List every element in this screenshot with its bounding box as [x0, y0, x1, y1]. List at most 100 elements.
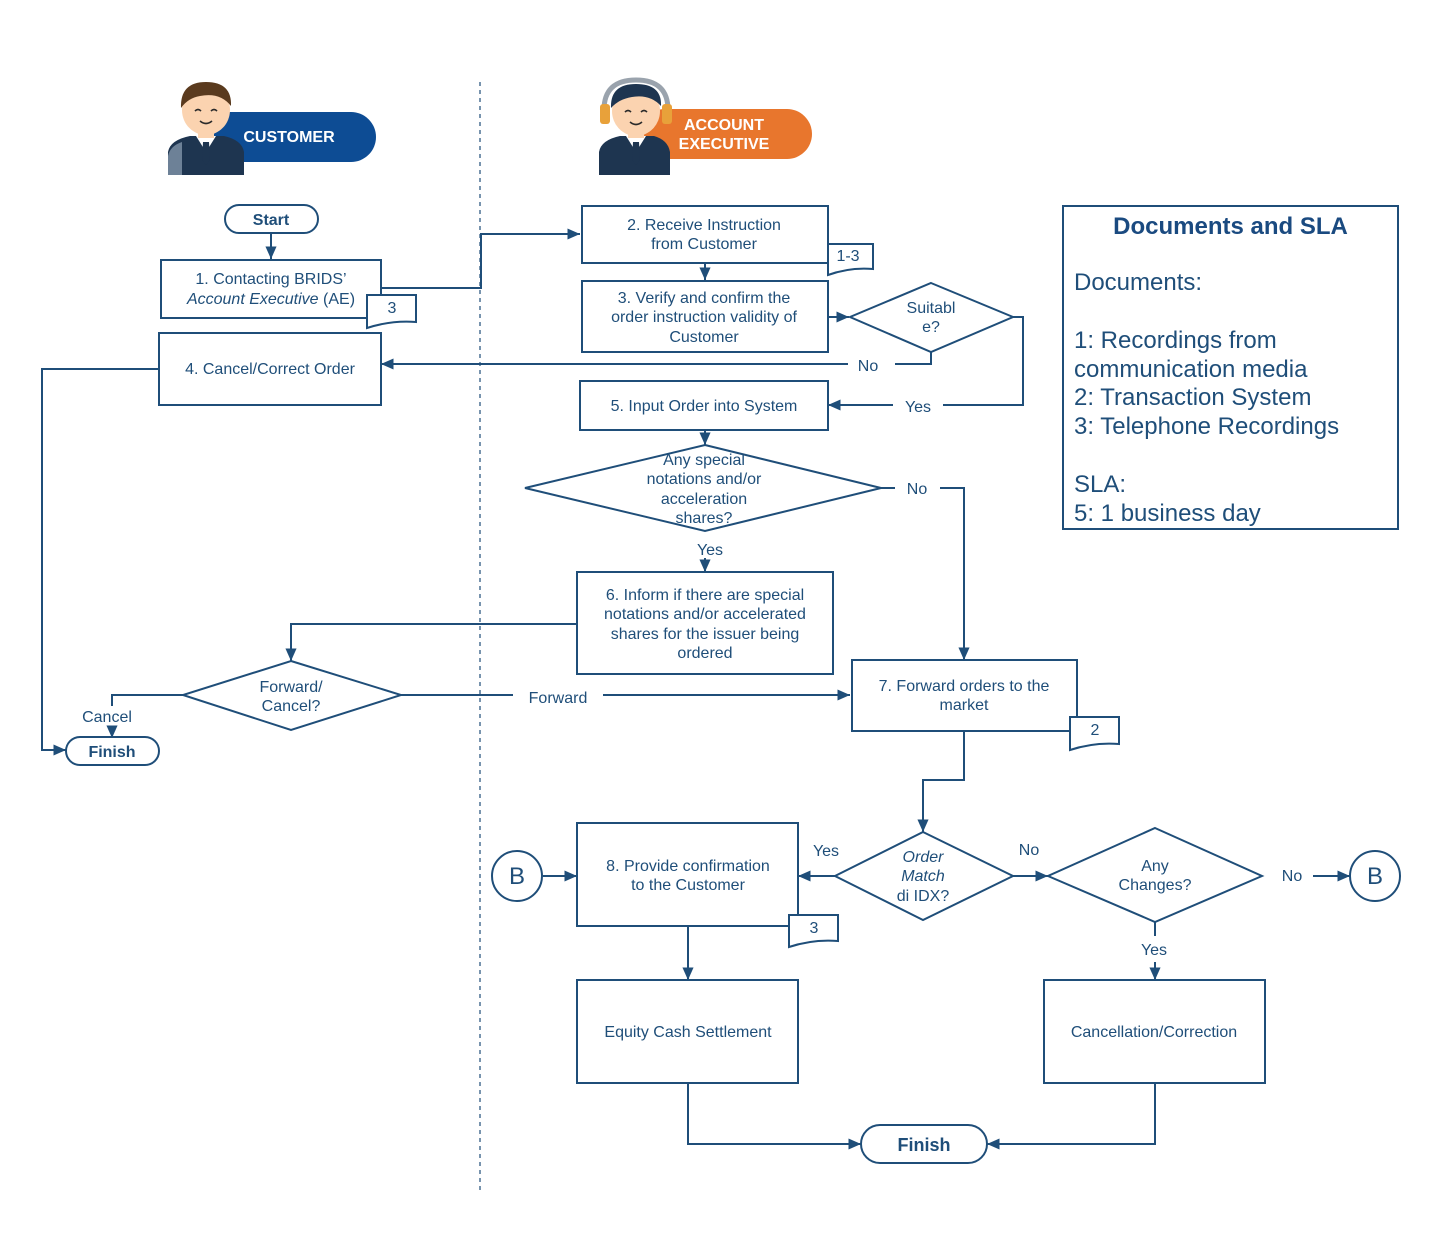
customer-pill	[200, 112, 376, 162]
edge-label-cancel: Cancel	[82, 709, 132, 726]
node-step6: 6. Inform if there are special notations…	[576, 571, 834, 675]
node-step1: 1. Contacting BRIDS’ Account Executive (…	[160, 259, 382, 319]
step7-label-line2: market	[940, 697, 989, 714]
forward-label-line1: Forward/	[259, 679, 323, 696]
decision-forward-cancel: Forward/ Cancel?	[179, 659, 405, 732]
documents-heading: Documents:	[1074, 269, 1203, 296]
edge-special-no-to-step7b	[940, 487, 970, 660]
document-item-1-line2: communication media	[1074, 356, 1308, 383]
step1-label-line2: Account Executive (AE)	[186, 291, 355, 308]
document-item-3: 3: Telephone Recordings	[1074, 413, 1340, 440]
node-step8: 8. Provide confirmation to the Customer	[576, 822, 799, 927]
step3-label-line2: order instruction validity of	[611, 309, 797, 326]
connector-b-left: B	[491, 850, 543, 902]
edge-label-forward: Forward	[529, 690, 588, 707]
sla-heading: SLA:	[1074, 471, 1127, 498]
step2-label-line2: from Customer	[651, 236, 757, 253]
documents-sla-title: Documents and SLA	[1113, 213, 1348, 240]
suitable-label-line1: Suitabl	[907, 300, 956, 317]
connector-lines	[41, 228, 1350, 1150]
match-label-line1: Order	[903, 849, 945, 866]
node-step7: 7. Forward orders to the market	[851, 659, 1078, 732]
decision-order-match: Order Match di IDX?	[832, 830, 1016, 922]
edge-step7-to-match	[917, 731, 965, 832]
doc-ref-step1-label: 3	[388, 300, 397, 317]
step6-label-line2: notations and/or accelerated	[604, 606, 806, 623]
node-step5: 5. Input Order into System	[579, 380, 829, 431]
edge-step6-to-forward	[285, 623, 577, 661]
step1-label-rest: (AE)	[319, 291, 355, 308]
step4-label: 4. Cancel/Correct Order	[185, 361, 356, 378]
customer-role-header: CUSTOMER	[168, 82, 376, 175]
step6-label-line1: 6. Inform if there are special	[606, 587, 804, 604]
customer-avatar-icon	[168, 82, 244, 175]
connector-b-right: B	[1349, 850, 1401, 902]
connector-b-left-label: B	[509, 863, 525, 890]
node-cancellation-correction: Cancellation/Correction	[1043, 979, 1266, 1084]
edge-forward-cancel-to-finish	[111, 694, 183, 706]
start-label: Start	[253, 212, 290, 229]
sla-item-1: 5: 1 business day	[1074, 500, 1261, 527]
node-finish-bottom: Finish	[860, 1124, 988, 1164]
forward-label-line2: Cancel?	[262, 698, 321, 715]
match-label-line2: Match	[901, 868, 945, 885]
cancellation-label: Cancellation/Correction	[1071, 1024, 1237, 1041]
doc-ref-step8-label: 3	[810, 920, 819, 937]
node-start: Start	[224, 204, 319, 234]
decision-special-notations: Any special notations and/or acceleratio…	[524, 443, 882, 533]
edge-step1-to-step2	[381, 228, 580, 289]
node-step3: 3. Verify and confirm the order instruct…	[581, 280, 829, 353]
doc-ref-step2: 1-3	[827, 243, 874, 277]
step8-label-line1: 8. Provide confirmation	[606, 858, 770, 875]
changes-label-line2: Changes?	[1119, 877, 1192, 894]
special-label-line3: acceleration	[661, 491, 747, 508]
doc-ref-step7-label: 2	[1091, 722, 1100, 739]
step8-label-line2: to the Customer	[631, 877, 746, 894]
account-executive-avatar-icon	[599, 77, 672, 175]
document-item-2: 2: Transaction System	[1074, 384, 1312, 411]
node-step4: 4. Cancel/Correct Order	[158, 332, 382, 406]
step3-label-line1: 3. Verify and confirm the	[618, 290, 791, 307]
doc-ref-step1: 3	[366, 294, 417, 330]
documents-sla-panel: Documents and SLA Documents: 1: Recordin…	[1062, 205, 1399, 530]
equity-label: Equity Cash Settlement	[604, 1024, 772, 1041]
finish-bottom-label: Finish	[898, 1135, 951, 1155]
customer-label: CUSTOMER	[243, 129, 335, 146]
decision-any-changes: Any Changes?	[1045, 826, 1265, 924]
edge-label-special-no: No	[907, 481, 928, 498]
step3-label-line3: Customer	[669, 329, 739, 346]
account-executive-pill	[640, 109, 812, 159]
node-equity-settlement: Equity Cash Settlement	[576, 979, 799, 1084]
node-step2: 2. Receive Instruction from Customer	[581, 205, 829, 264]
special-label-line4: shares?	[676, 510, 733, 527]
doc-ref-step2-label: 1-3	[836, 248, 859, 265]
connector-b-right-label: B	[1367, 863, 1383, 890]
suitable-label-line2: e?	[922, 319, 940, 336]
edge-label-match-no: No	[1019, 842, 1040, 859]
account-executive-role-header: ACCOUNT EXECUTIVE	[599, 77, 812, 175]
step6-label-line4: ordered	[677, 645, 732, 662]
document-item-1-line1: 1: Recordings from	[1074, 327, 1277, 354]
match-label-line3: di IDX?	[897, 888, 950, 905]
finish-left-label: Finish	[88, 744, 135, 761]
account-executive-label-line1: ACCOUNT	[684, 117, 764, 134]
step5-label: 5. Input Order into System	[611, 398, 798, 415]
step2-label-line1: 2. Receive Instruction	[627, 217, 781, 234]
special-label-line1: Any special	[663, 452, 745, 469]
step1-label-line1: 1. Contacting BRIDS’	[195, 271, 346, 288]
edge-label-changes-no: No	[1282, 868, 1303, 885]
step1-label-italic: Account Executive	[186, 291, 319, 308]
step7-label-line1: 7. Forward orders to the	[879, 678, 1050, 695]
edge-label-match-yes: Yes	[813, 843, 839, 860]
step6-label-line3: shares for the issuer being	[611, 626, 800, 643]
edge-label-suitable-no: No	[858, 358, 879, 375]
doc-ref-step8: 3	[788, 914, 839, 949]
edge-suitable-yes-to-step5	[943, 316, 1024, 406]
doc-ref-step7: 2	[1069, 716, 1120, 752]
decision-suitable: Suitabl e?	[847, 281, 1016, 354]
edge-step4-to-finish	[41, 368, 159, 756]
account-executive-label-line2: EXECUTIVE	[679, 136, 770, 153]
edge-labels: No Yes No Yes Cancel Forward Yes No No Y…	[82, 358, 1302, 959]
edge-cancellation-to-finish	[987, 1083, 1156, 1150]
